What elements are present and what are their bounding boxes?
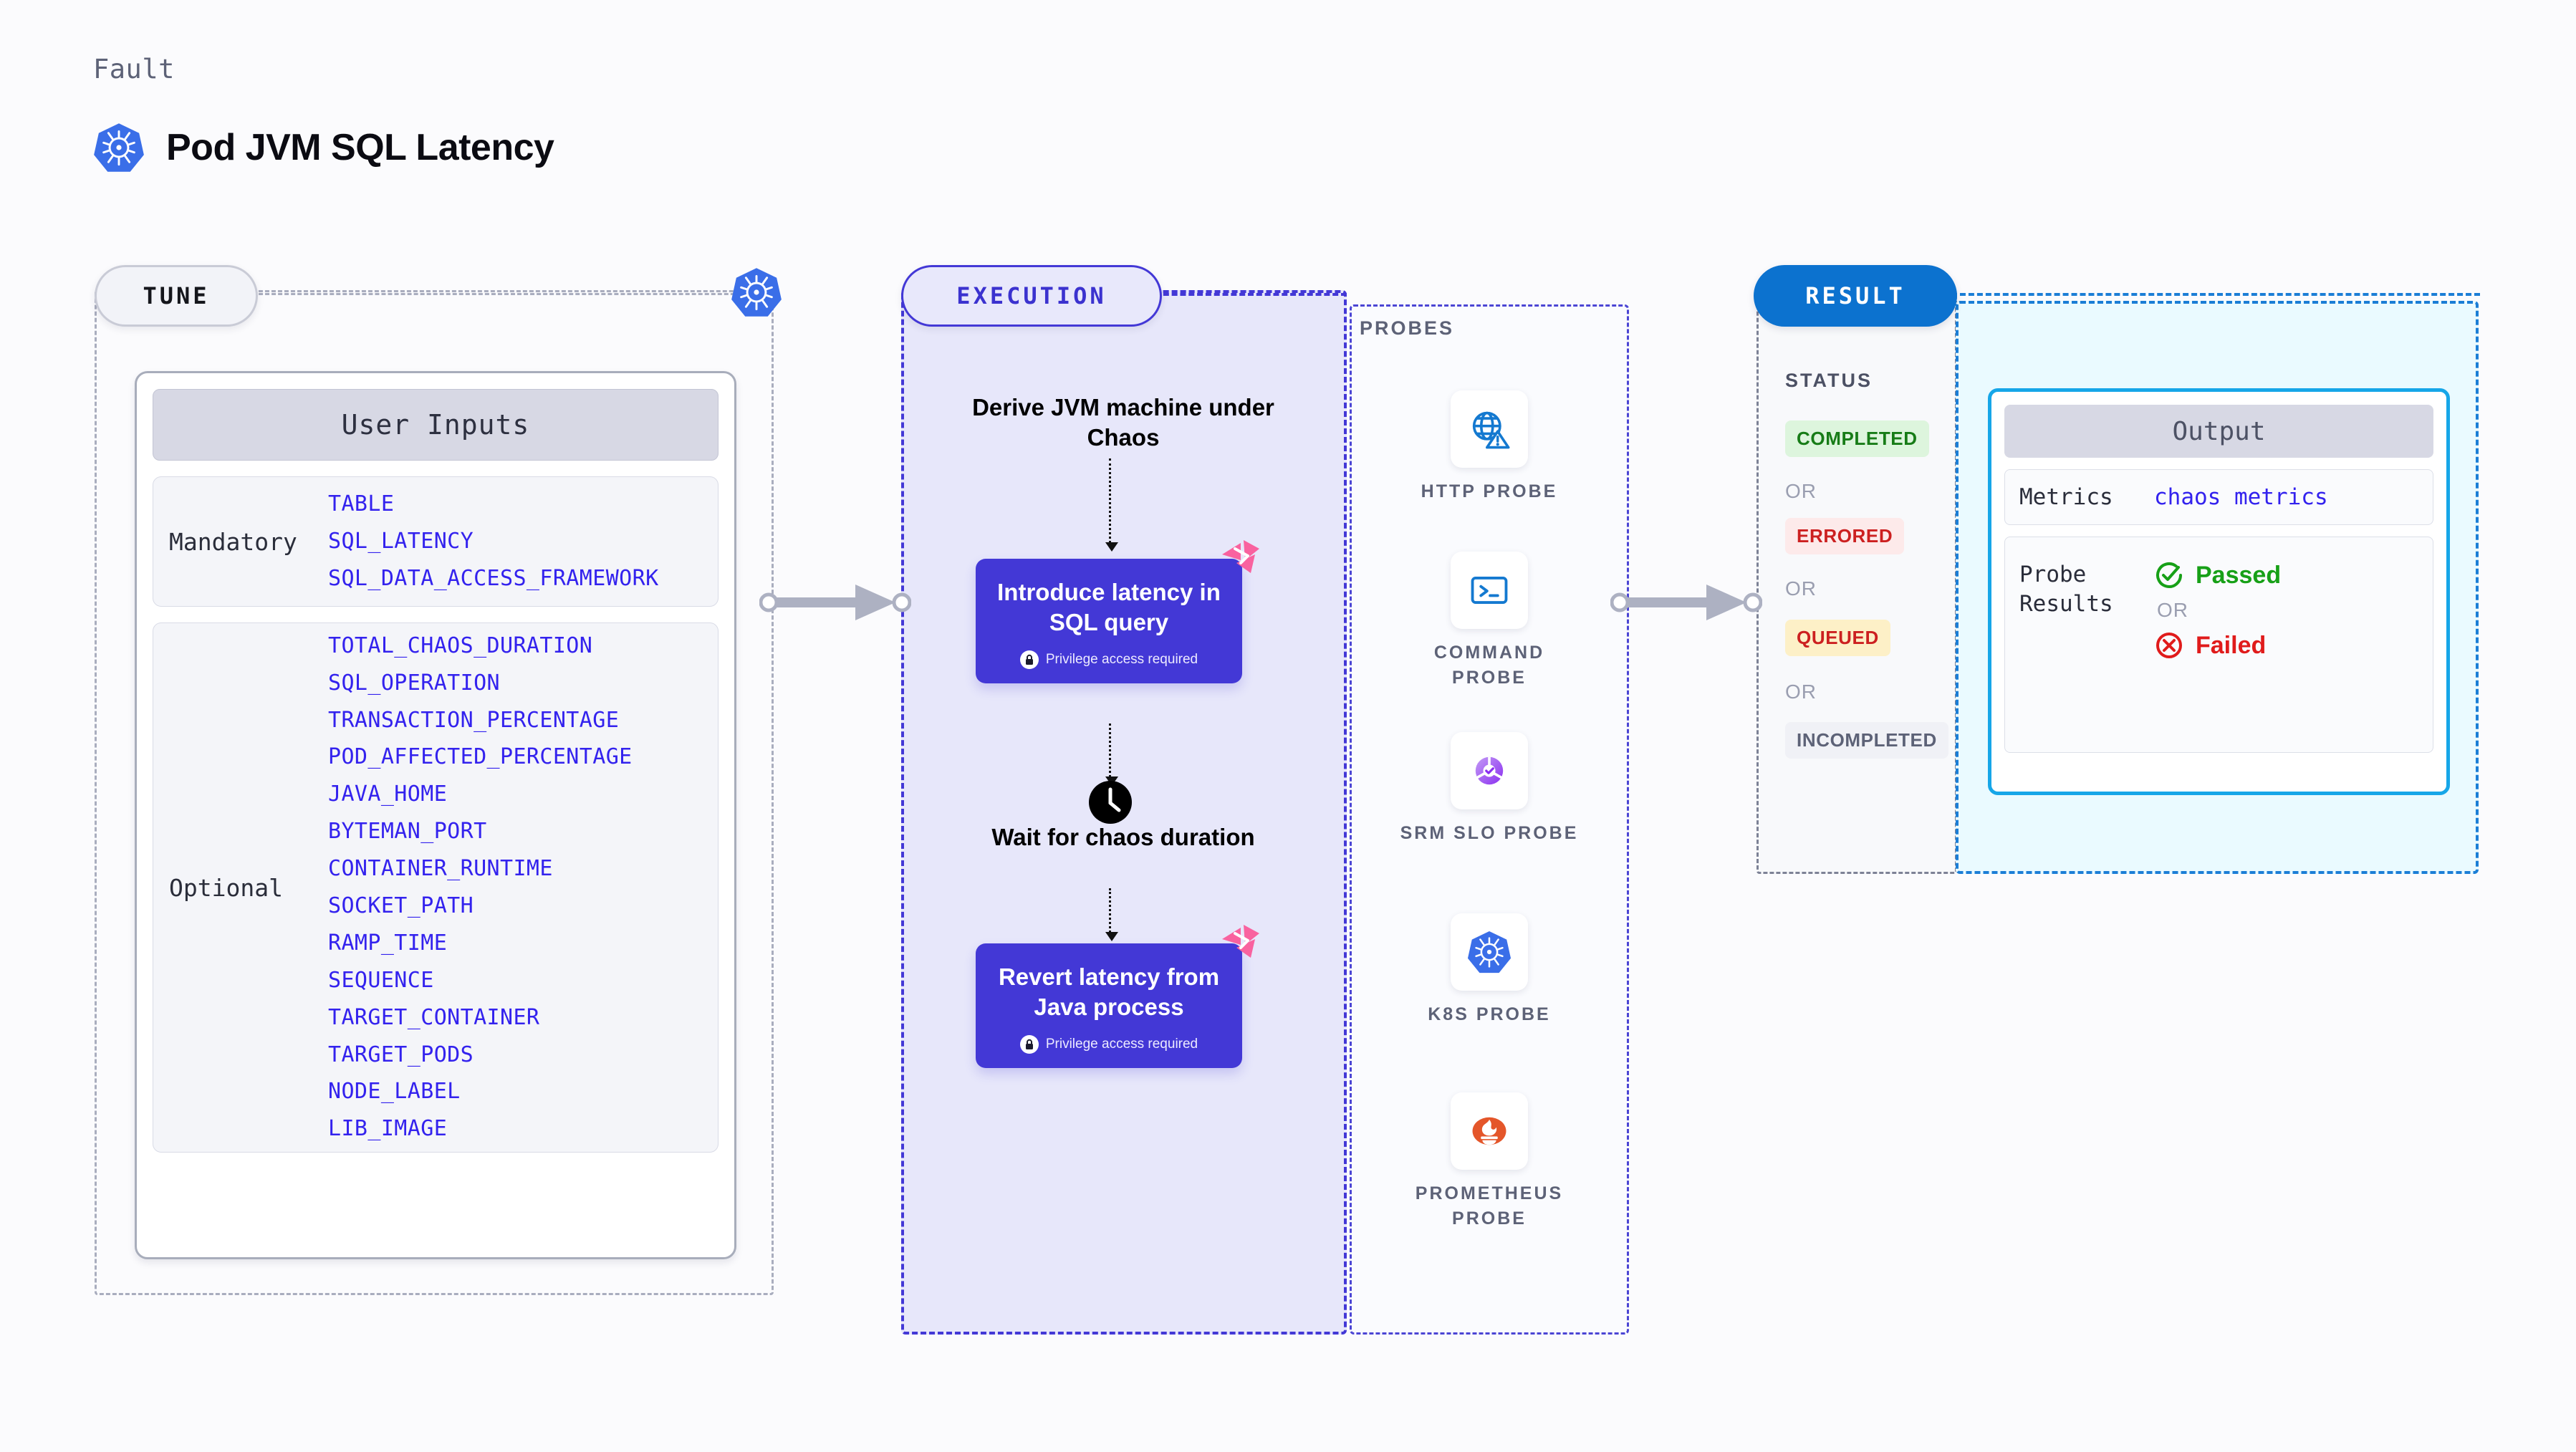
user-inputs-header: User Inputs bbox=[153, 389, 719, 461]
optional-param-list: TOTAL_CHAOS_DURATION SQL_OPERATION TRANS… bbox=[328, 628, 633, 1148]
fault-title-row: Pod JVM SQL Latency bbox=[93, 122, 554, 173]
param-item[interactable]: TARGET_PODS bbox=[328, 1042, 474, 1067]
mandatory-param-list: TABLE SQL_LATENCY SQL_DATA_ACCESS_FRAMEW… bbox=[328, 486, 659, 597]
flow-arrow bbox=[1105, 888, 1118, 941]
result-section-label: RESULT bbox=[1754, 265, 1957, 327]
kubernetes-icon bbox=[1451, 913, 1528, 991]
user-inputs-card: User Inputs Mandatory TABLE SQL_LATENCY … bbox=[135, 371, 736, 1259]
result-divider bbox=[1951, 293, 2480, 296]
tune-section-frame bbox=[95, 290, 774, 1295]
output-header: Output bbox=[2004, 405, 2433, 458]
status-or: OR bbox=[1785, 480, 1817, 502]
param-item[interactable]: CONTAINER_RUNTIME bbox=[328, 856, 553, 882]
mandatory-label: Mandatory bbox=[169, 527, 297, 556]
execution-to-result-arrow bbox=[1610, 582, 1763, 627]
execution-divider bbox=[1155, 293, 1347, 296]
param-item[interactable]: SQL_DATA_ACCESS_FRAMEWORK bbox=[328, 565, 659, 591]
param-item[interactable]: POD_AFFECTED_PERCENTAGE bbox=[328, 744, 633, 770]
kubernetes-icon bbox=[731, 266, 782, 318]
status-title: STATUS bbox=[1785, 370, 1873, 391]
metrics-label: Metrics bbox=[2019, 484, 2113, 510]
execution-step-derive: Derive JVM machine under Chaos bbox=[972, 394, 1274, 451]
param-item[interactable]: NODE_LABEL bbox=[328, 1079, 461, 1105]
probe-label: SRM SLO PROBE bbox=[1400, 823, 1579, 843]
probe-item-k8s[interactable]: K8S PROBE bbox=[1397, 913, 1582, 1027]
tune-divider bbox=[252, 293, 774, 295]
verdict-label: Failed bbox=[2196, 631, 2267, 659]
verdict-passed: Passed bbox=[2154, 560, 2281, 590]
execution-step-introduce-latency: Introduce latency in SQL query Privilege… bbox=[976, 540, 1259, 684]
status-badge-errored: ERRORED bbox=[1785, 518, 1905, 554]
probe-label: COMMAND PROBE bbox=[1433, 643, 1545, 688]
execution-step-wait: Wait for chaos duration bbox=[991, 824, 1255, 850]
tune-section-label: TUNE bbox=[95, 265, 258, 327]
probe-results-label: Probe Results bbox=[2019, 562, 2113, 617]
privilege-note: Privilege access required bbox=[989, 650, 1229, 670]
probe-label: HTTP PROBE bbox=[1421, 481, 1558, 501]
probe-item-http[interactable]: HTTP PROBE bbox=[1397, 390, 1582, 504]
status-or: OR bbox=[1785, 577, 1817, 600]
verdict-list: Passed OR Failed bbox=[2154, 560, 2281, 660]
kubernetes-icon bbox=[93, 122, 145, 173]
param-item[interactable]: TRANSACTION_PERCENTAGE bbox=[328, 707, 620, 733]
privilege-note: Privilege access required bbox=[989, 1035, 1229, 1054]
status-badge-completed: COMPLETED bbox=[1785, 420, 1929, 457]
status-badge-incompleted: INCOMPLETED bbox=[1785, 722, 1948, 759]
execution-step-label: Introduce latency in SQL query bbox=[997, 579, 1221, 636]
param-item[interactable]: TARGET_CONTAINER bbox=[328, 1004, 540, 1030]
optional-params-group: Optional TOTAL_CHAOS_DURATION SQL_OPERAT… bbox=[153, 622, 719, 1153]
probes-section-title: PROBES bbox=[1360, 317, 1455, 339]
clock-icon bbox=[1083, 775, 1138, 830]
metrics-value[interactable]: chaos metrics bbox=[2154, 484, 2328, 511]
globe-warning-icon bbox=[1451, 390, 1528, 468]
flow-arrow bbox=[1105, 458, 1118, 552]
lock-icon bbox=[1019, 650, 1039, 670]
status-badge-queued: QUEUED bbox=[1785, 620, 1890, 656]
verdict-label: Passed bbox=[2196, 561, 2282, 589]
litmus-chaos-icon bbox=[1219, 539, 1261, 576]
param-item[interactable]: LIB_IMAGE bbox=[328, 1116, 448, 1142]
prometheus-icon bbox=[1451, 1092, 1528, 1170]
check-circle-icon bbox=[2154, 560, 2184, 590]
param-item[interactable]: JAVA_HOME bbox=[328, 782, 448, 807]
verdict-failed: Failed bbox=[2154, 630, 2281, 660]
tune-to-execution-arrow bbox=[759, 582, 912, 627]
execution-step-label: Revert latency from Java process bbox=[998, 963, 1220, 1021]
param-item[interactable]: TOTAL_CHAOS_DURATION bbox=[328, 633, 593, 658]
probe-item-prometheus[interactable]: PROMETHEUS PROBE bbox=[1397, 1092, 1582, 1231]
probe-item-command[interactable]: COMMAND PROBE bbox=[1397, 552, 1582, 691]
page-title: Pod JVM SQL Latency bbox=[166, 127, 554, 168]
verdict-or: OR bbox=[2157, 599, 2188, 622]
output-card: Output Metrics chaos metrics Probe Resul… bbox=[1988, 388, 2450, 795]
output-row-probe-results: Probe Results Passed OR bbox=[2004, 537, 2433, 754]
param-item[interactable]: SEQUENCE bbox=[328, 967, 434, 993]
param-item[interactable]: SOCKET_PATH bbox=[328, 893, 474, 918]
output-row-metrics: Metrics chaos metrics bbox=[2004, 469, 2433, 526]
optional-label: Optional bbox=[169, 873, 283, 902]
privilege-note-text: Privilege access required bbox=[1045, 1037, 1198, 1052]
param-item[interactable]: RAMP_TIME bbox=[328, 930, 448, 956]
privilege-note-text: Privilege access required bbox=[1045, 652, 1198, 668]
status-or: OR bbox=[1785, 681, 1817, 703]
probe-label: K8S PROBE bbox=[1428, 1004, 1551, 1024]
mandatory-params-group: Mandatory TABLE SQL_LATENCY SQL_DATA_ACC… bbox=[153, 476, 719, 607]
param-item[interactable]: SQL_LATENCY bbox=[328, 529, 474, 554]
litmus-chaos-icon bbox=[1219, 923, 1261, 961]
srm-slo-icon bbox=[1451, 732, 1528, 809]
status-section-frame bbox=[1756, 290, 1957, 874]
lock-icon bbox=[1019, 1035, 1039, 1054]
probe-item-srm-slo[interactable]: SRM SLO PROBE bbox=[1397, 732, 1582, 846]
fault-kicker: Fault bbox=[93, 54, 175, 85]
param-item[interactable]: TABLE bbox=[328, 491, 395, 517]
param-item[interactable]: BYTEMAN_PORT bbox=[328, 819, 487, 845]
probe-label: PROMETHEUS PROBE bbox=[1415, 1183, 1564, 1229]
terminal-icon bbox=[1451, 552, 1528, 629]
flow-arrow bbox=[1105, 723, 1118, 786]
param-item[interactable]: SQL_OPERATION bbox=[328, 670, 500, 696]
x-circle-icon bbox=[2154, 630, 2184, 660]
execution-step-revert-latency: Revert latency from Java process Privile… bbox=[976, 925, 1259, 1069]
execution-section-label: EXECUTION bbox=[901, 265, 1162, 327]
